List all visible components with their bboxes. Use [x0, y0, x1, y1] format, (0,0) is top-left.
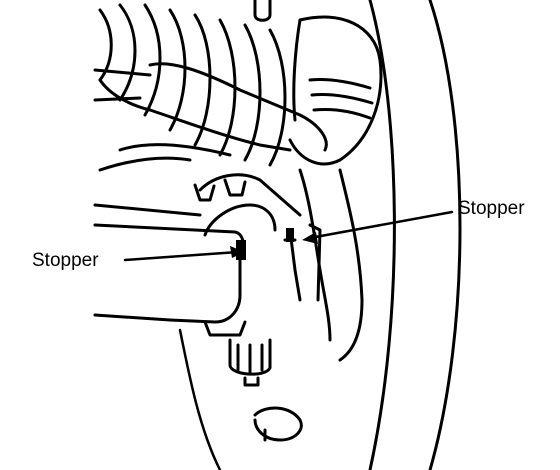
- right-stopper-block: [286, 228, 294, 242]
- disc-inner-edge: [368, 0, 396, 470]
- left-stopper-block: [236, 240, 246, 260]
- disc-rim-left: [178, 328, 222, 470]
- tie-rod-end: [253, 0, 383, 166]
- bolt-heads: [193, 178, 247, 202]
- steering-knuckle: [198, 168, 364, 362]
- lower-control-arm: [93, 203, 247, 337]
- right-stopper-label: Stopper: [458, 198, 525, 219]
- tie-rod: [93, 62, 328, 152]
- right-stopper-arrowhead: [302, 232, 318, 244]
- hub-lower-detail: [253, 406, 303, 442]
- left-stopper-label: Stopper: [32, 250, 99, 271]
- right-stopper-leader: [308, 210, 454, 240]
- left-stopper-leader: [123, 250, 240, 262]
- castle-nut: [228, 338, 272, 387]
- disc-outer-edge: [428, 0, 462, 470]
